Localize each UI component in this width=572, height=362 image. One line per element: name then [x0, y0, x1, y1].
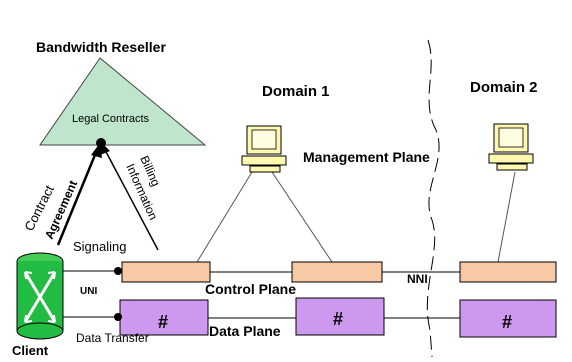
hash-3: # [502, 312, 512, 332]
domain-separator-1 [426, 39, 440, 358]
billing-arrow [103, 147, 159, 251]
data-plane-label: Data Plane [209, 323, 281, 339]
data-box-1 [119, 299, 209, 336]
mgmt-link-d1-left [196, 171, 253, 263]
router-icon [16, 252, 64, 340]
computer-icon [488, 123, 534, 171]
control-plane-label: Control Plane [205, 281, 296, 297]
data-transfer-dot [114, 313, 122, 321]
hash-2: # [333, 309, 343, 329]
mgmt-link-d2 [497, 171, 516, 263]
uni-label: UNI [80, 286, 97, 297]
control-box-d1-right [291, 261, 383, 283]
domain1-title: Domain 1 [262, 83, 330, 100]
billing-arrowhead [100, 142, 110, 155]
data-box-3 [459, 299, 557, 338]
reseller-triangle [39, 57, 207, 146]
control-box-d1-left [121, 261, 211, 283]
management-plane-label: Management Plane [303, 149, 430, 165]
contract-arrowhead [91, 143, 102, 158]
control-box-d2 [459, 261, 557, 283]
domain2-title: Domain 2 [470, 79, 538, 96]
uni-dot [114, 267, 122, 275]
data-box-2 [295, 297, 385, 336]
client-label: Client [12, 343, 49, 357]
mgmt-link-d1-right [271, 171, 333, 263]
contract-arrow [56, 149, 99, 246]
hash-1: # [158, 312, 168, 332]
reseller-title: Bandwidth Reseller [36, 39, 166, 55]
legal-contracts-label: Legal Contracts [72, 113, 150, 125]
data-transfer-label: Data Transfer [76, 331, 149, 345]
signaling-label: Signaling [73, 239, 127, 254]
computer-icon [241, 125, 287, 173]
nni-label: NNI [407, 272, 428, 286]
